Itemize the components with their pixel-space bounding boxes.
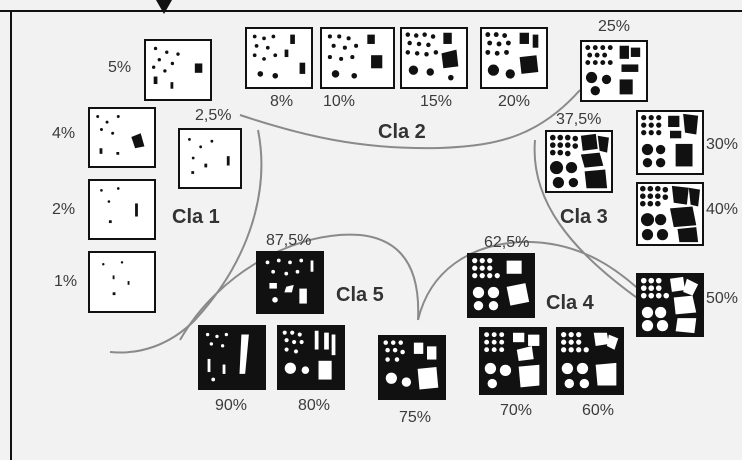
label-50pct: 50% [706,290,739,307]
sample-square-30pct [636,110,704,175]
label-20pct: 20% [498,93,531,110]
label-2pct: 2% [52,201,76,218]
sample-square-20pct [480,27,548,89]
curve-cla3-inner [533,139,641,301]
label-75pct: 75% [399,409,432,426]
sample-square-40pct [636,182,704,246]
sample-square-75pct [378,335,446,400]
label-25pct: 25% [598,18,631,35]
label-90pct: 90% [215,397,248,414]
frame-left-border [10,10,12,460]
sample-square-80pct [277,325,345,390]
class-label-cla3: Cla 3 [560,206,608,228]
label-1pct: 1% [54,273,78,290]
sample-square-37-5pct [545,130,613,193]
label-62-5pct: 62,5% [484,234,530,251]
class-label-cla4: Cla 4 [546,292,594,314]
sample-square-15pct [400,27,468,89]
sample-square-70pct [479,327,547,395]
sample-square-62-5pct [467,253,535,318]
sample-square-90pct [198,325,266,390]
sample-square-5pct [144,39,212,101]
sample-square-10pct [320,27,395,89]
sample-square-1pct [88,251,156,313]
label-4pct: 4% [52,125,76,142]
sample-square-25pct [580,40,648,102]
sample-square-2pct [88,179,156,240]
label-87-5pct: 87,5% [266,232,312,249]
sample-square-87-5pct [256,251,324,314]
label-30pct: 30% [706,136,739,153]
class-label-cla5: Cla 5 [336,284,384,306]
arrow-down-icon [156,0,172,14]
sample-square-50pct [636,273,704,337]
curve-cla1-cla2 [239,89,581,150]
label-8pct: 8% [270,93,294,110]
curve-cla4-arc [417,240,651,321]
curve-cla5-arc [179,233,420,341]
label-37-5pct: 37,5% [556,111,602,128]
label-10pct: 10% [323,93,356,110]
label-70pct: 70% [500,402,533,419]
frame-top-border [0,10,742,12]
label-80pct: 80% [298,397,331,414]
sample-square-8pct [245,27,313,89]
label-15pct: 15% [420,93,453,110]
class-label-cla2: Cla 2 [378,121,426,143]
class-label-cla1: Cla 1 [172,206,220,228]
sample-square-60pct [556,327,624,395]
curve-cla1-outer [109,129,263,354]
label-40pct: 40% [706,201,739,218]
sample-square-4pct [88,107,156,168]
label-60pct: 60% [582,402,615,419]
label-2-5pct: 2,5% [195,107,232,124]
label-5pct: 5% [108,59,132,76]
sample-square-2-5pct [178,128,242,189]
